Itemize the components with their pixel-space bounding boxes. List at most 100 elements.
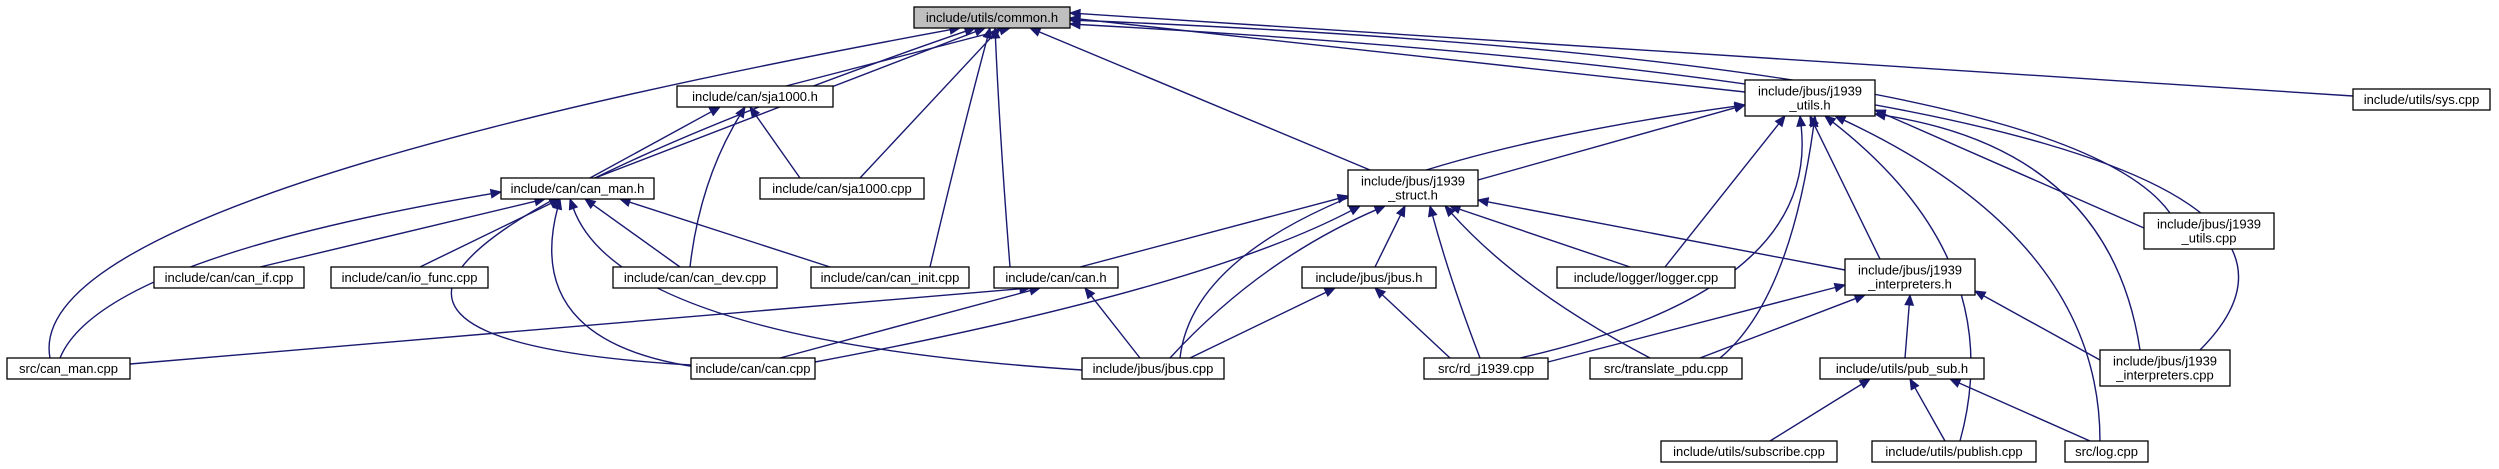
arrow-head-icon — [1336, 193, 1350, 204]
node-common-h[interactable]: include/utils/common.h — [913, 6, 1071, 29]
node-j1939-interpreters-cpp[interactable]: include/jbus/j1939_interpreters.cpp — [2099, 349, 2231, 387]
node-can-man-h[interactable]: include/can/can_man.h — [500, 177, 655, 200]
node-rd-j1939-cpp[interactable]: src/rd_j1939.cpp — [1423, 357, 1549, 380]
edge-line — [929, 36, 989, 268]
node-j1939-struct-h[interactable]: include/jbus/j1939_struct.h — [1347, 169, 1479, 207]
edge-line — [1431, 214, 1481, 359]
edge-line — [1381, 293, 1451, 359]
node-box[interactable] — [6, 357, 131, 380]
edge-sja1000_cpp-to-sja1000_h — [749, 105, 801, 179]
node-sys-cpp[interactable]: include/utils/sys.cpp — [2352, 88, 2491, 111]
node-box[interactable] — [1556, 266, 1736, 289]
node-can-if-cpp[interactable]: include/can/can_if.cpp — [153, 266, 305, 289]
node-jbus-h[interactable]: include/jbus/jbus.h — [1301, 266, 1437, 289]
node-box[interactable] — [676, 85, 834, 108]
edge-j1939_struct_h-to-common_h — [1028, 27, 1371, 171]
edge-can_cpp-to-can_man_h — [551, 197, 721, 371]
arrow-head-icon — [1774, 114, 1786, 128]
node-label: src/can_man.cpp — [19, 361, 118, 376]
node-box[interactable] — [993, 266, 1119, 289]
node-log-cpp[interactable]: src/log.cpp — [2064, 440, 2149, 463]
node-box[interactable] — [1423, 357, 1549, 380]
edge-line — [754, 113, 801, 179]
edge-line — [1477, 106, 1737, 181]
node-sja1000-h[interactable]: include/can/sja1000.h — [676, 85, 834, 108]
edge-line — [1882, 112, 2145, 229]
node-jbus-cpp[interactable]: include/jbus/jbus.cpp — [1081, 357, 1225, 380]
node-j1939-utils-cpp[interactable]: include/jbus/j1939_utils.cpp — [2143, 212, 2275, 250]
node-box[interactable] — [1744, 79, 1876, 117]
arrow-head-icon — [1476, 197, 1490, 207]
node-box[interactable] — [1347, 169, 1479, 207]
arrow-head-icon — [1374, 287, 1387, 299]
node-box[interactable] — [759, 177, 925, 200]
node-label: include/jbus/j1939 — [1361, 174, 1465, 189]
node-can-h[interactable]: include/can/can.h — [993, 266, 1119, 289]
arrow-head-icon — [1823, 115, 1837, 127]
edge-line — [1090, 294, 1141, 359]
node-can-man-cpp[interactable]: src/can_man.cpp — [6, 357, 131, 380]
edge-can_init_cpp-to-common_h — [929, 26, 993, 268]
edge-line — [1189, 291, 1328, 359]
node-translate-pdu-cpp[interactable]: src/translate_pdu.cpp — [1589, 357, 1743, 380]
node-j1939-utils-h[interactable]: include/jbus/j1939_utils.h — [1744, 79, 1876, 117]
node-box[interactable] — [913, 6, 1071, 29]
node-box[interactable] — [2099, 349, 2231, 387]
node-box[interactable] — [2143, 212, 2275, 250]
arrow-head-icon — [1395, 204, 1406, 218]
node-can-cpp[interactable]: include/can/can.cpp — [690, 357, 816, 380]
arrow-head-icon — [990, 26, 1001, 39]
node-label: src/rd_j1939.cpp — [1438, 361, 1534, 376]
node-box[interactable] — [1589, 357, 1743, 380]
edge-j1939_interpreters_cpp-to-j1939_utils_h — [1873, 110, 2141, 351]
arrow-head-icon — [583, 198, 597, 210]
node-publish-cpp[interactable]: include/utils/publish.cpp — [1871, 440, 2037, 463]
node-box[interactable] — [153, 266, 305, 289]
node-box[interactable] — [1871, 440, 2037, 463]
edge-translate_pdu_cpp-to-j1939_utils_h — [1719, 114, 1819, 359]
node-box[interactable] — [1081, 357, 1225, 380]
node-pub-sub-h[interactable]: include/utils/pub_sub.h — [1819, 357, 1985, 380]
edge-translate_pdu_cpp-to-j1939_struct_h — [1444, 205, 1651, 359]
node-label: include/utils/common.h — [926, 10, 1058, 25]
node-box[interactable] — [612, 266, 778, 289]
arrow-head-icon — [1084, 286, 1096, 300]
edge-can_man_cpp-to-can_h — [129, 283, 1032, 365]
node-can-init-cpp[interactable]: include/can/can_init.cpp — [810, 266, 970, 289]
node-logger-cpp[interactable]: include/logger/logger.cpp — [1556, 266, 1736, 289]
edge-line — [1458, 208, 1631, 268]
node-box[interactable] — [1844, 258, 1976, 296]
node-box[interactable] — [1301, 266, 1437, 289]
node-box[interactable] — [690, 357, 816, 380]
node-can-dev-cpp[interactable]: include/can/can_dev.cpp — [612, 266, 778, 289]
edge-line — [785, 29, 1002, 87]
edge-logger_cpp-to-j1939_utils_h — [1664, 114, 1786, 268]
node-box[interactable] — [810, 266, 970, 289]
edge-logger_cpp-to-j1939_struct_h — [1448, 204, 1631, 268]
node-box[interactable] — [500, 177, 655, 200]
node-box[interactable] — [330, 266, 489, 289]
edge-j1939_struct_h-to-j1939_utils_h — [1477, 103, 1747, 181]
edge-line — [1813, 123, 1881, 260]
node-label: include/jbus/j1939 — [2157, 217, 2261, 232]
node-subscribe-cpp[interactable]: include/utils/subscribe.cpp — [1660, 440, 1838, 463]
node-io-func-cpp[interactable]: include/can/io_func.cpp — [330, 266, 489, 289]
node-label: _utils.cpp — [2181, 231, 2237, 246]
node-box[interactable] — [1819, 357, 1985, 380]
arrow-head-icon — [1348, 205, 1362, 216]
arrow-head-icon — [1904, 293, 1915, 306]
edge-pub_sub_h-to-j1939_interpreters_h — [1904, 293, 1915, 359]
edge-line — [1842, 119, 2101, 442]
node-label: include/can/can_dev.cpp — [624, 270, 766, 285]
edge-line — [591, 203, 681, 268]
node-label: include/jbus/j1939 — [2113, 354, 2217, 369]
node-j1939-interpreters-h[interactable]: include/jbus/j1939_interpreters.h — [1844, 258, 1976, 296]
edge-line — [259, 200, 537, 268]
node-box[interactable] — [2352, 88, 2491, 111]
arrow-head-icon — [1068, 8, 1081, 19]
node-box[interactable] — [1660, 440, 1838, 463]
edge-jbus_h-to-j1939_struct_h — [1374, 204, 1406, 268]
node-sja1000-cpp[interactable]: include/can/sja1000.cpp — [759, 177, 925, 200]
node-box[interactable] — [2064, 440, 2149, 463]
